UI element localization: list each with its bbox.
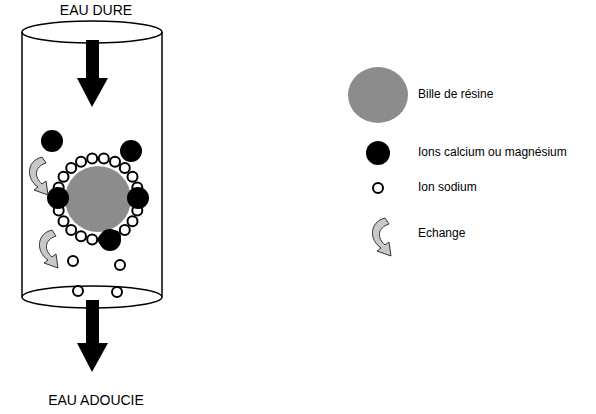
sodium-ion bbox=[59, 172, 69, 182]
sodium-ion bbox=[87, 235, 97, 245]
sodium-ion bbox=[76, 157, 86, 167]
calcium-ions bbox=[41, 130, 149, 251]
sodium-ion bbox=[76, 231, 86, 241]
legend-swatch bbox=[366, 141, 390, 165]
legend-text: Bille de résine bbox=[418, 88, 493, 102]
sodium-ion bbox=[59, 216, 69, 226]
sodium-ion bbox=[120, 163, 130, 173]
sodium-ion bbox=[99, 153, 109, 163]
exchange-arrow bbox=[39, 230, 58, 268]
sodium-ion bbox=[128, 172, 138, 182]
sodium-ion bbox=[120, 225, 130, 235]
flow-label: EAU DURE bbox=[60, 2, 132, 18]
cylinder bbox=[22, 21, 162, 308]
sodium-ion bbox=[87, 153, 97, 163]
exchange-arrow bbox=[29, 157, 48, 195]
legend-text: Ion sodium bbox=[418, 181, 477, 195]
legend-text: Ions calcium ou magnésium bbox=[418, 146, 567, 160]
sodium-ion bbox=[128, 216, 138, 226]
legend-text: Echange bbox=[418, 227, 465, 241]
resin-bead bbox=[65, 166, 131, 232]
legend-sodium-sample bbox=[373, 183, 383, 193]
sodium-ion bbox=[66, 225, 76, 235]
legend-exchange-sample bbox=[372, 218, 391, 256]
sodium-ions bbox=[68, 256, 125, 297]
sodium-ion bbox=[110, 157, 120, 167]
sodium-ion bbox=[66, 163, 76, 173]
flow-label: EAU ADOUCIE bbox=[48, 392, 144, 408]
legend-swatch bbox=[348, 67, 408, 123]
